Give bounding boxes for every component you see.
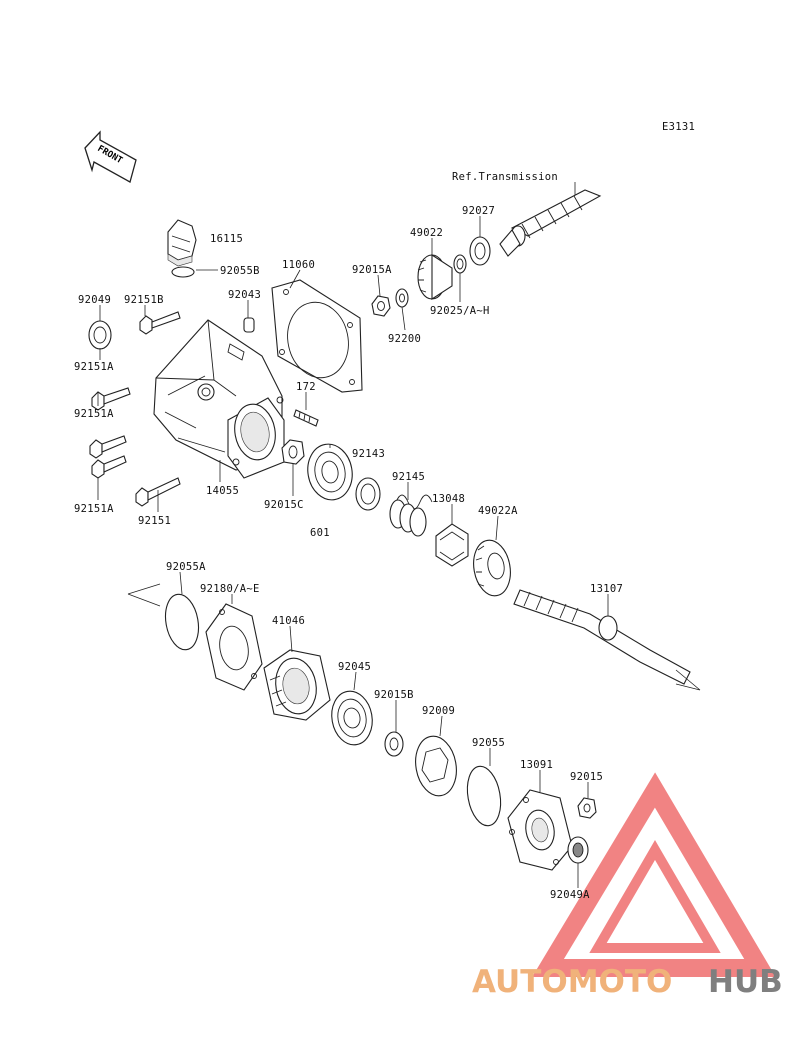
label-13091: 13091 xyxy=(520,759,553,771)
nut-92015B xyxy=(384,731,404,757)
coupling-13048 xyxy=(435,523,469,567)
label-92151A-2: 92151A xyxy=(74,408,114,420)
label-49022: 49022 xyxy=(410,227,443,239)
label-92151: 92151 xyxy=(138,515,171,527)
bevel-gear-49022 xyxy=(417,253,453,301)
bolt-92151B xyxy=(139,311,181,335)
label-92049: 92049 xyxy=(78,294,111,306)
label-49022A: 49022A xyxy=(478,505,518,517)
output-shaft-13107 xyxy=(513,589,701,691)
label-92015: 92015 xyxy=(570,771,603,783)
label-ref-transmission: Ref.Transmission xyxy=(452,171,558,183)
stud-172 xyxy=(293,409,319,427)
label-92180: 92180/A~E xyxy=(200,583,260,595)
watermark-text-part2: HUB xyxy=(708,964,783,1000)
shim-92180 xyxy=(205,603,263,691)
label-92043: 92043 xyxy=(228,289,261,301)
label-92151B: 92151B xyxy=(124,294,164,306)
label-92200: 92200 xyxy=(388,333,421,345)
leader-lines xyxy=(97,216,609,888)
shim-92025 xyxy=(453,254,467,274)
gear-case-14055 xyxy=(153,319,285,479)
label-92015B: 92015B xyxy=(374,689,414,701)
collar-92027 xyxy=(469,236,491,266)
bolt-92151A-b xyxy=(89,435,127,459)
label-172: 172 xyxy=(296,381,316,393)
o-ring-92055A xyxy=(164,593,200,651)
label-92151A-1: 92151A xyxy=(74,361,114,373)
seal-92009 xyxy=(415,735,457,797)
watermark-triangle-icon xyxy=(532,772,776,977)
washer-92200 xyxy=(395,288,409,308)
ref-transmission-shaft xyxy=(499,182,602,257)
diagram-code: E3131 xyxy=(662,121,695,133)
nut-92015 xyxy=(577,797,597,819)
bearing-92045 xyxy=(331,690,373,746)
oil-seal-92049A xyxy=(567,836,589,864)
spring-92145 xyxy=(389,494,433,537)
label-92027: 92027 xyxy=(462,205,495,217)
flange-41046 xyxy=(263,649,331,721)
cover-13091 xyxy=(507,789,573,871)
o-ring-92055B xyxy=(171,266,195,278)
label-13048: 13048 xyxy=(432,493,465,505)
label-92055: 92055 xyxy=(472,737,505,749)
label-92145: 92145 xyxy=(392,471,425,483)
label-41046: 41046 xyxy=(272,615,305,627)
label-11060: 11060 xyxy=(282,259,315,271)
label-92055A: 92055A xyxy=(166,561,206,573)
label-92045: 92045 xyxy=(338,661,371,673)
label-13107: 13107 xyxy=(590,583,623,595)
label-92025: 92025/A~H xyxy=(430,305,490,317)
label-92015A: 92015A xyxy=(352,264,392,276)
label-14055: 14055 xyxy=(206,485,239,497)
bevel-gear-49022A xyxy=(473,539,511,597)
label-92055B: 92055B xyxy=(220,265,260,277)
front-direction-arrow-icon: FRONT xyxy=(84,130,137,183)
label-16115: 16115 xyxy=(210,233,243,245)
o-ring-92055 xyxy=(466,765,502,827)
bearing-92143 xyxy=(307,443,353,501)
filler-cap-16115 xyxy=(167,219,197,267)
label-92151A-3: 92151A xyxy=(74,503,114,515)
label-92015C: 92015C xyxy=(264,499,304,511)
label-92143: 92143 xyxy=(352,448,385,460)
spacer-92145-a xyxy=(355,477,381,511)
gasket-11060 xyxy=(271,279,363,393)
label-601: 601 xyxy=(310,527,330,539)
label-92009: 92009 xyxy=(422,705,455,717)
nut-92015A xyxy=(371,295,391,317)
watermark-text-part1: AUTOMOTO xyxy=(472,964,672,1000)
bolt-92151A-c xyxy=(91,455,127,479)
label-92049A: 92049A xyxy=(550,889,590,901)
oil-seal-92049 xyxy=(88,320,112,350)
bolt-92151 xyxy=(135,477,181,507)
pin-92043 xyxy=(243,317,255,333)
nut-92015C xyxy=(281,439,305,465)
